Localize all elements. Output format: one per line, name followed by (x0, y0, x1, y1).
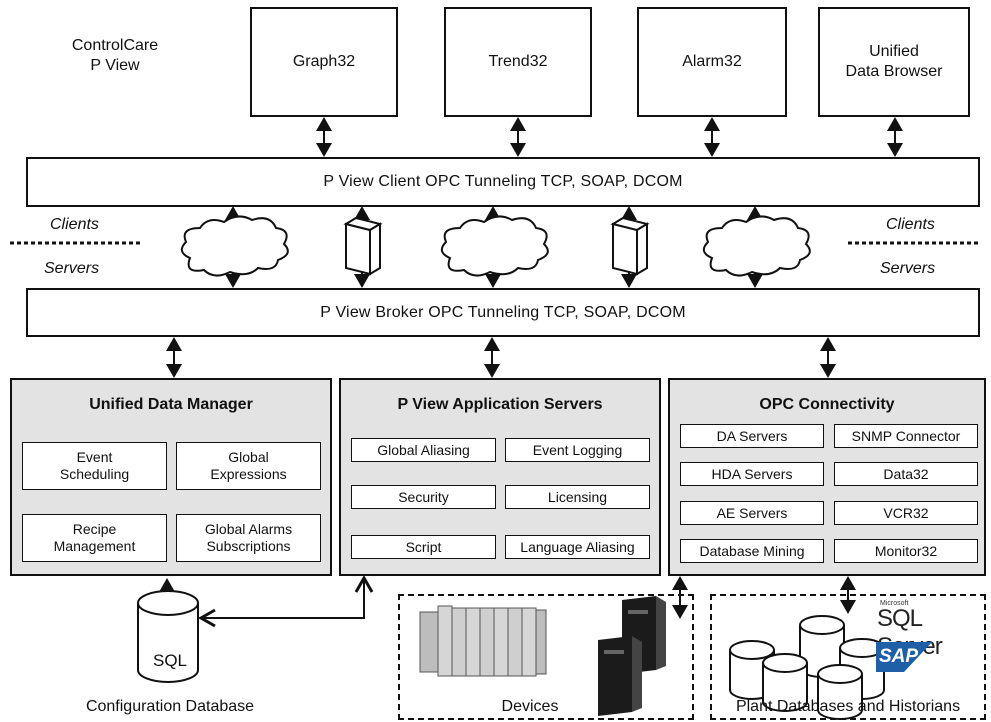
opc-title: OPC Connectivity (759, 396, 895, 413)
opc-item-data32[interactable]: Data32 (834, 462, 978, 486)
cloud-3 (702, 215, 811, 277)
devices-label: Devices (501, 698, 559, 715)
udm-item-event-scheduling[interactable]: Event Scheduling (22, 442, 167, 490)
opc-connectivity-panel: OPC Connectivity DA Servers SNMP Connect… (668, 378, 986, 576)
sql-database-icon (137, 590, 199, 683)
app-item-script[interactable]: Script (351, 535, 496, 559)
clients-label-right: Clients (886, 216, 935, 233)
client-tunneling-bar: P View Client OPC Tunneling TCP, SOAP, D… (26, 157, 980, 207)
cloud-2 (440, 215, 549, 277)
graph32-box[interactable]: Graph32 (250, 7, 398, 117)
unified-data-browser-box[interactable]: Unified Data Browser (818, 7, 970, 117)
cloud-1 (180, 215, 289, 277)
trend32-box[interactable]: Trend32 (444, 7, 592, 117)
udm-item-global-expressions[interactable]: Global Expressions (176, 442, 321, 490)
opc-item-vcr32[interactable]: VCR32 (834, 501, 978, 525)
opc-item-da-servers[interactable]: DA Servers (680, 424, 824, 448)
plant-databases-group (710, 594, 986, 720)
sap-logo: SAP (876, 642, 932, 672)
app-item-licensing[interactable]: Licensing (505, 485, 650, 509)
clients-label-left: Clients (50, 216, 99, 233)
opc-item-monitor32[interactable]: Monitor32 (834, 539, 978, 563)
udm-title: Unified Data Manager (89, 396, 253, 413)
sql-label: SQL (152, 651, 188, 670)
sap-logo-text: SAP (879, 646, 919, 667)
microsoft-logo-text: Microsoft (880, 600, 909, 607)
configuration-database-label: Configuration Database (85, 698, 255, 715)
plant-database-cylinders-icon (729, 615, 885, 720)
app-item-event-logging[interactable]: Event Logging (505, 438, 650, 462)
firewall-2-icon (610, 216, 650, 276)
alarm32-box[interactable]: Alarm32 (637, 7, 787, 117)
app-item-security[interactable]: Security (351, 485, 496, 509)
app-item-language-aliasing[interactable]: Language Aliasing (505, 535, 650, 559)
app-item-global-aliasing[interactable]: Global Aliasing (351, 438, 496, 462)
udm-item-recipe-management[interactable]: Recipe Management (22, 514, 167, 562)
opc-item-database-mining[interactable]: Database Mining (680, 539, 824, 563)
plant-databases-label: Plant Databases and Historians (735, 698, 961, 715)
opc-item-ae-servers[interactable]: AE Servers (680, 501, 824, 525)
arrow-app-sql (197, 574, 374, 628)
servers-label-right: Servers (880, 260, 936, 277)
server-tower-icon (598, 596, 666, 716)
udm-item-global-alarms-subscriptions[interactable]: Global Alarms Subscriptions (176, 514, 321, 562)
servers-label-left: Servers (44, 260, 100, 277)
firewall-1-icon (343, 216, 383, 276)
opc-item-snmp-connector[interactable]: SNMP Connector (834, 424, 978, 448)
devices-group (398, 594, 694, 720)
application-servers-panel: P View Application Servers Global Aliasi… (339, 378, 661, 576)
broker-tunneling-bar: P View Broker OPC Tunneling TCP, SOAP, D… (26, 288, 980, 337)
plc-device-icon (419, 605, 547, 677)
opc-item-hda-servers[interactable]: HDA Servers (680, 462, 824, 486)
controlcare-pview-label: ControlCare P View (71, 37, 159, 74)
unified-data-manager-panel: Unified Data Manager Event Scheduling Gl… (10, 378, 332, 576)
app-servers-title: P View Application Servers (397, 396, 603, 413)
